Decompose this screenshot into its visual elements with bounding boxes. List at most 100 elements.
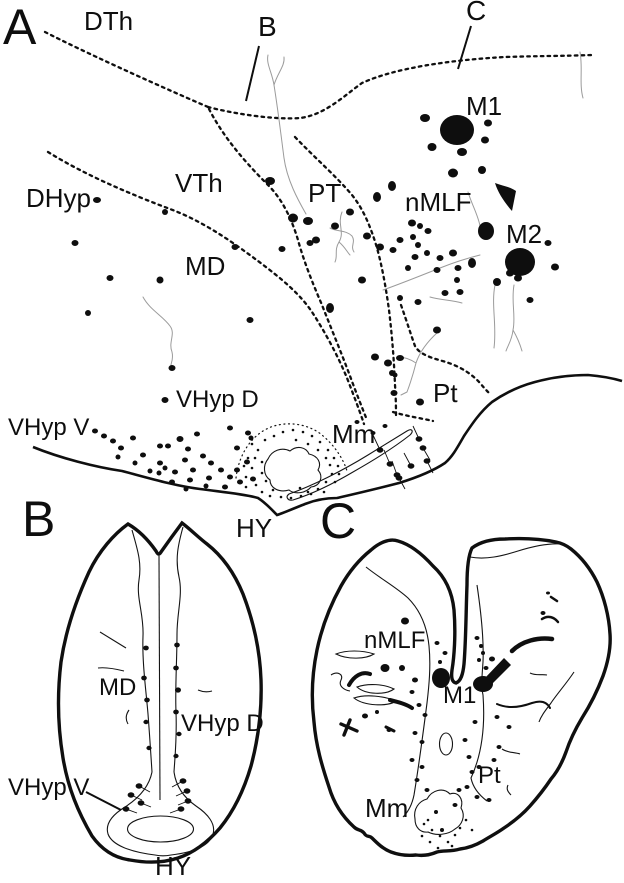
stipple-dot bbox=[318, 440, 322, 444]
label-md: MD bbox=[99, 674, 136, 701]
labeled-cell bbox=[176, 731, 182, 737]
labeled-cell bbox=[376, 243, 384, 251]
label-m1: M1 bbox=[466, 91, 502, 121]
labeled-cell bbox=[540, 611, 546, 615]
labeled-cell bbox=[182, 457, 188, 463]
fiber-mark bbox=[388, 698, 414, 710]
labeled-cell bbox=[390, 390, 398, 396]
label-vhyp-d: VHyp D bbox=[176, 386, 259, 413]
stipple-dot bbox=[332, 456, 336, 460]
boundary-dhyp-md bbox=[46, 150, 366, 426]
stipple-dot bbox=[333, 480, 337, 484]
stipple-dot bbox=[253, 456, 257, 460]
labeled-cell bbox=[423, 458, 431, 464]
labeled-cell bbox=[288, 213, 298, 223]
labeled-cell bbox=[127, 792, 135, 798]
labeled-cell bbox=[101, 433, 107, 439]
label-mm: Mm bbox=[332, 419, 375, 449]
stipple-dot bbox=[289, 496, 293, 500]
labeled-cell bbox=[156, 276, 164, 284]
stipple-dot bbox=[301, 430, 305, 434]
labeled-cell bbox=[544, 240, 552, 246]
panel-C-drawing bbox=[310, 536, 612, 858]
labeled-cell bbox=[434, 810, 438, 814]
labeled-cell bbox=[477, 658, 481, 662]
neurite bbox=[579, 51, 584, 99]
label-pt: Pt bbox=[433, 378, 458, 408]
labeled-cell bbox=[419, 445, 427, 451]
mm-nucleus-outline bbox=[414, 789, 464, 835]
labeled-cell bbox=[462, 738, 468, 742]
labeled-cell bbox=[306, 240, 314, 246]
panel-letter-B: B bbox=[22, 491, 55, 547]
stipple-dot bbox=[422, 822, 426, 826]
stipple-dot bbox=[260, 471, 264, 475]
stipple-dot bbox=[328, 463, 332, 467]
panel-B-cells bbox=[122, 642, 192, 814]
stipple-dot bbox=[310, 434, 314, 438]
labeled-cell bbox=[245, 430, 251, 436]
stipple-dot bbox=[250, 466, 254, 470]
labeled-cell bbox=[137, 800, 145, 806]
labeled-cell bbox=[231, 244, 239, 250]
stipple-dot bbox=[242, 464, 246, 468]
labeled-cell bbox=[132, 460, 138, 466]
labeled-cell bbox=[415, 242, 421, 248]
labeled-cell bbox=[373, 192, 381, 202]
labeled-cell bbox=[496, 745, 502, 749]
labeled-cell bbox=[371, 353, 379, 361]
squiggle bbox=[501, 748, 521, 755]
stipple-dot bbox=[428, 840, 432, 844]
stipple-dot bbox=[330, 472, 334, 476]
labeled-cell bbox=[388, 181, 396, 191]
fiber-mark bbox=[540, 615, 560, 624]
label-vhyp-v: VHyp V bbox=[8, 414, 89, 441]
stipple-dot bbox=[250, 442, 254, 446]
labeled-cell bbox=[392, 372, 398, 378]
stipple-dot bbox=[316, 487, 320, 491]
labeled-cell bbox=[362, 713, 368, 719]
large-cell-nMLF-medium bbox=[478, 222, 494, 240]
labeled-cell bbox=[183, 486, 189, 492]
labeled-cell bbox=[472, 720, 478, 724]
stipple-dot bbox=[244, 485, 248, 489]
labeled-cell bbox=[246, 317, 254, 323]
stipple-dot bbox=[324, 480, 328, 484]
labeled-cell bbox=[494, 715, 500, 719]
md-squiggle bbox=[97, 667, 125, 672]
labeled-cell bbox=[227, 425, 233, 431]
panel-A-drawing bbox=[32, 30, 623, 517]
labeled-cell bbox=[143, 719, 149, 725]
labeled-cell bbox=[331, 222, 339, 230]
labeled-cell bbox=[106, 275, 114, 281]
labeled-cell bbox=[466, 755, 472, 759]
labeled-cell bbox=[424, 250, 430, 256]
stipple-dot bbox=[279, 495, 283, 499]
md-squiggle bbox=[99, 631, 127, 649]
labeled-cell bbox=[173, 753, 179, 759]
labeled-cell bbox=[416, 703, 422, 707]
panel-letter-A: A bbox=[3, 0, 37, 55]
labeled-cell bbox=[194, 431, 200, 437]
stipple-dot bbox=[256, 448, 260, 452]
labeled-cell bbox=[474, 636, 480, 640]
labeled-cell bbox=[483, 666, 489, 670]
stipple-dot bbox=[272, 434, 276, 438]
labeled-cell bbox=[185, 446, 191, 452]
labeled-cell bbox=[248, 435, 254, 441]
stipple-dot bbox=[470, 828, 474, 832]
labeled-cell bbox=[203, 483, 209, 489]
stipple-dot bbox=[306, 490, 310, 494]
labeled-cell bbox=[484, 119, 492, 127]
stipple-dot bbox=[336, 464, 340, 468]
labeled-cell bbox=[414, 299, 422, 305]
ventricle-wall-left bbox=[131, 529, 153, 773]
label-dth: DTh bbox=[84, 6, 133, 36]
labeled-cell bbox=[179, 778, 187, 784]
stipple-dot bbox=[324, 456, 328, 460]
section-leader bbox=[85, 791, 122, 811]
squiggle bbox=[538, 671, 575, 723]
label-pt: Pt bbox=[478, 762, 501, 789]
